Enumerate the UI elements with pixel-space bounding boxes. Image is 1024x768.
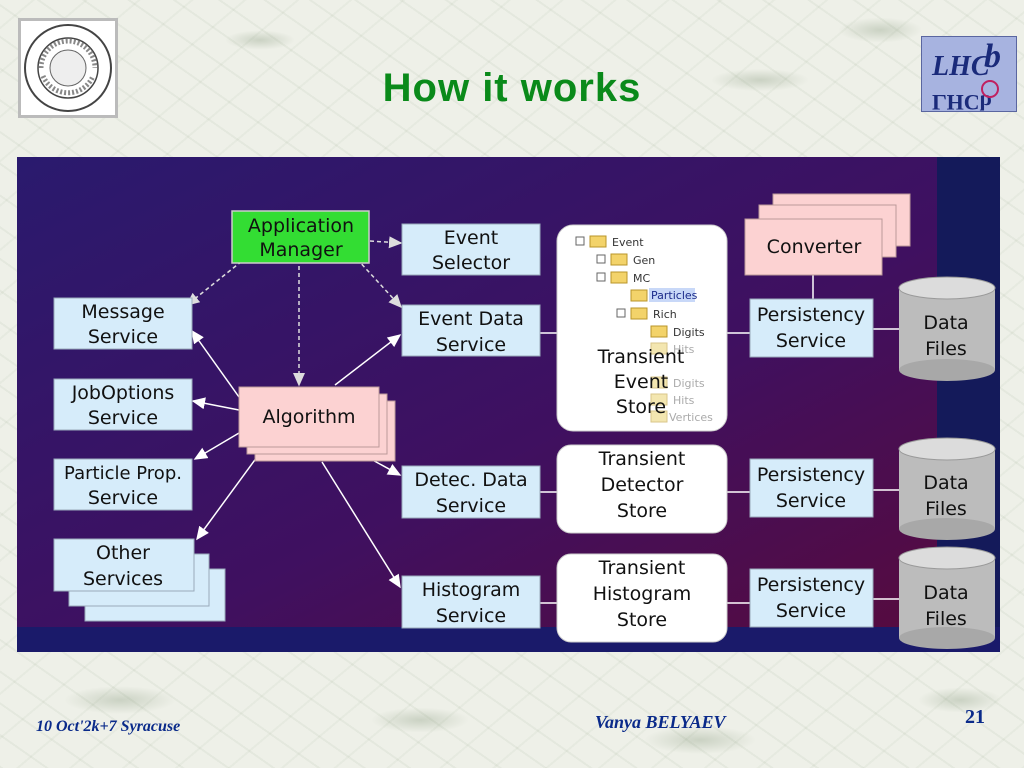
- transient-detector-store-label-1: Transient: [598, 448, 686, 470]
- tree-node-digits: Digits: [673, 326, 705, 339]
- transient-event-store-label-3: Store: [616, 396, 666, 418]
- slide-title: How it works: [382, 66, 642, 110]
- algorithm-box: Algorithm: [238, 386, 396, 462]
- lhcb-logo: LHC b LHCb: [921, 36, 1017, 115]
- joboptions-service-box: JobOptions Service: [53, 378, 193, 431]
- algorithm-label: Algorithm: [262, 406, 355, 428]
- svg-text:b: b: [984, 38, 1001, 75]
- transient-event-store-label-1: Transient: [597, 346, 685, 368]
- persistency-service-3-label-1: Persistency: [757, 574, 865, 596]
- application-manager-label-1: Application: [248, 215, 354, 237]
- detec-data-service-box: Detec. Data Service: [401, 465, 541, 519]
- tree-node-event: Event: [612, 236, 644, 249]
- persistency-service-1-label-1: Persistency: [757, 304, 865, 326]
- tree-node-digits-2: Digits: [673, 377, 705, 390]
- particle-prop-service-box: Particle Prop. Service: [53, 458, 193, 511]
- data-files-3-label-1: Data: [923, 582, 968, 604]
- tree-node-rich: Rich: [653, 308, 677, 321]
- transient-detector-store-label-3: Store: [617, 500, 667, 522]
- footer-author: Vanya BELYAEV: [595, 712, 726, 732]
- transient-event-store: Event Gen MC Particles Rich Digits Hits …: [556, 224, 728, 432]
- syracuse-logo: [18, 18, 118, 118]
- footer-date-location: 10 Oct'2k+7 Syracuse: [36, 718, 181, 735]
- other-services-box: Other Services: [53, 538, 226, 622]
- page-number: 21: [965, 706, 985, 728]
- persistency-service-3-label-2: Service: [776, 600, 846, 622]
- transient-histogram-store-label-2: Histogram: [593, 583, 692, 605]
- transient-histogram-store-label-1: Transient: [598, 557, 686, 579]
- svg-text:LHC: LHC: [931, 51, 990, 82]
- tree-node-gen: Gen: [633, 254, 655, 267]
- particle-prop-service-label-2: Service: [88, 487, 158, 509]
- svg-text:LHCb: LHCb: [932, 90, 992, 111]
- event-tree: Event Gen MC Particles Rich Digits Hits …: [575, 235, 713, 424]
- tree-node-hits-2: Hits: [673, 394, 695, 407]
- other-services-label-1: Other: [96, 542, 150, 564]
- transient-histogram-store-label-3: Store: [617, 609, 667, 631]
- data-files-2-label-2: Files: [925, 498, 967, 520]
- message-service-box: Message Service: [53, 297, 193, 350]
- event-data-service-box: Event Data Service: [401, 304, 541, 357]
- histogram-service-box: Histogram Service: [401, 575, 541, 629]
- converter-label: Converter: [767, 236, 862, 258]
- event-selector-label-2: Selector: [432, 252, 510, 274]
- message-service-label-2: Service: [88, 326, 158, 348]
- persistency-service-box-1: Persistency Service: [749, 298, 874, 358]
- data-files-2-label-1: Data: [923, 472, 968, 494]
- event-selector-label-1: Event: [444, 227, 498, 249]
- data-files-3-label-2: Files: [925, 608, 967, 630]
- transient-event-store-label-2: Event: [614, 371, 668, 393]
- data-files-cylinder-2: Data Files: [898, 437, 996, 540]
- transient-detector-store-label-2: Detector: [601, 474, 684, 496]
- persistency-service-2-label-2: Service: [776, 490, 846, 512]
- joboptions-service-label-2: Service: [88, 407, 158, 429]
- particle-prop-service-label-1: Particle Prop.: [64, 463, 182, 484]
- application-manager-label-2: Manager: [259, 239, 342, 261]
- persistency-service-2-label-1: Persistency: [757, 464, 865, 486]
- other-services-label-2: Services: [83, 568, 163, 590]
- data-files-1-label-2: Files: [925, 338, 967, 360]
- histogram-service-label-1: Histogram: [422, 579, 521, 601]
- data-files-cylinder-1: Data Files: [898, 276, 996, 381]
- tree-node-vertices: Vertices: [669, 411, 713, 424]
- detec-data-service-label-2: Service: [436, 495, 506, 517]
- histogram-service-label-2: Service: [436, 605, 506, 627]
- tree-node-particles: Particles: [651, 289, 698, 302]
- persistency-service-box-3: Persistency Service: [749, 568, 874, 628]
- transient-detector-store: Transient Detector Store: [556, 444, 728, 534]
- data-files-cylinder-3: Data Files: [898, 546, 996, 649]
- persistency-service-1-label-2: Service: [776, 330, 846, 352]
- transient-histogram-store: Transient Histogram Store: [556, 553, 728, 643]
- application-manager-box: Application Manager: [231, 210, 370, 264]
- event-selector-box: Event Selector: [401, 223, 541, 276]
- data-files-1-label-1: Data: [923, 312, 968, 334]
- detec-data-service-label-1: Detec. Data: [414, 469, 527, 491]
- tree-node-hits: Hits: [673, 343, 695, 356]
- persistency-service-box-2: Persistency Service: [749, 458, 874, 518]
- architecture-diagram: Application Manager Event Selector Messa…: [17, 157, 1000, 652]
- joboptions-service-label-1: JobOptions: [71, 382, 175, 404]
- message-service-label-1: Message: [81, 301, 164, 323]
- event-data-service-label-1: Event Data: [418, 308, 524, 330]
- tree-node-mc: MC: [633, 272, 650, 285]
- converter-box: Converter: [744, 193, 911, 276]
- event-data-service-label-2: Service: [436, 334, 506, 356]
